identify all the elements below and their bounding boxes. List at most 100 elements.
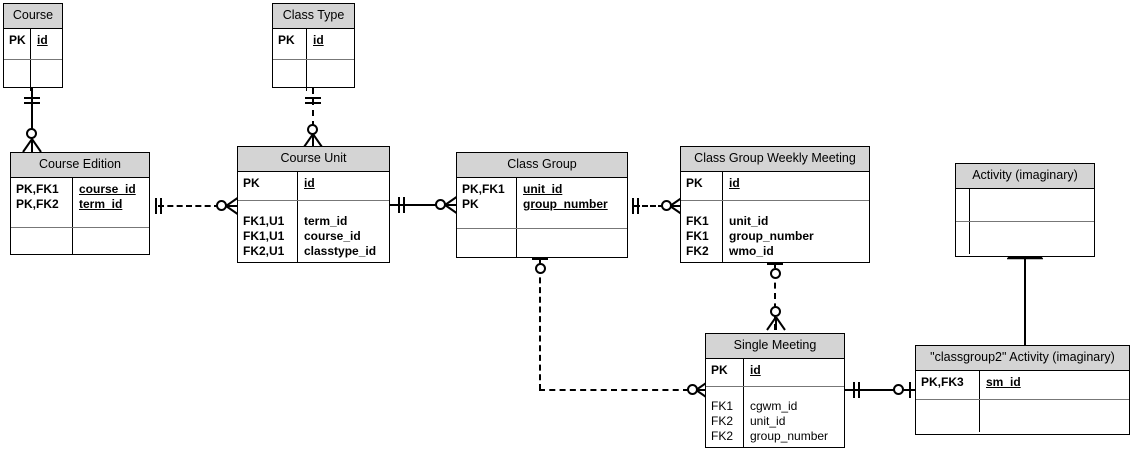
entity-section-foreign-keys: FK1 FK1 FK2 unit_id group_number wmo_id bbox=[681, 199, 869, 263]
attribute-key: PK,FK1 PK bbox=[457, 177, 517, 228]
attribute-name: unit_id group_number bbox=[523, 181, 608, 211]
entity-section-empty bbox=[273, 58, 354, 91]
zero-ring-classgroup2-left bbox=[893, 384, 904, 395]
entity-section-keys: PK id bbox=[4, 28, 62, 59]
entity-section-empty bbox=[457, 227, 627, 257]
entity-course-unit[interactable]: Course Unit PK id FK1,U1 FK1,U1 FK2,U1 t… bbox=[237, 146, 390, 263]
connector-cgwm-to-single-meeting bbox=[774, 262, 776, 330]
zero-ring-class-group-bottom bbox=[535, 263, 546, 274]
one-mandatory-bar-course-unit-right bbox=[398, 197, 400, 213]
attribute-key: PK bbox=[681, 171, 723, 200]
crow-foot-course-edition bbox=[22, 139, 42, 153]
zero-ring-cgwm-bottom bbox=[770, 268, 781, 279]
attribute-name: id bbox=[750, 362, 761, 377]
entity-section-empty bbox=[916, 398, 1129, 432]
one-mandatory-bar-single-meeting-right bbox=[853, 382, 855, 398]
entity-classgroup2-activity-imaginary[interactable]: "classgroup2" Activity (imaginary) PK,FK… bbox=[915, 345, 1130, 435]
entity-section-foreign-keys: FK1 FK2 FK2 cgwm_id unit_id group_number bbox=[706, 385, 844, 448]
attribute-key: PK bbox=[706, 358, 744, 386]
attribute-key: PK,FK3 bbox=[916, 370, 980, 399]
connector-course-unit-to-class-group bbox=[390, 204, 440, 206]
crow-foot-single-meeting-top bbox=[766, 317, 786, 331]
attribute-name bbox=[970, 222, 1094, 254]
entity-title-course: Course bbox=[4, 4, 62, 29]
attribute-key bbox=[11, 227, 73, 254]
zero-ring-single-meeting-left bbox=[687, 384, 698, 395]
attribute-name bbox=[73, 228, 149, 254]
entity-class-group-weekly-meeting[interactable]: Class Group Weekly Meeting PK id FK1 FK1… bbox=[680, 146, 870, 263]
one-mandatory-bar-class-type bbox=[305, 97, 321, 99]
entity-title-class-group-weekly-meeting: Class Group Weekly Meeting bbox=[681, 147, 869, 172]
entity-section-keys: PK,FK1 PK,FK2 course_id term_id bbox=[11, 177, 149, 227]
one-mandatory-bar-class-group-right-2 bbox=[637, 198, 639, 214]
entity-class-group[interactable]: Class Group PK,FK1 PK unit_id group_numb… bbox=[456, 152, 628, 258]
connector-class-group-to-single-meeting-horizontal bbox=[539, 389, 689, 391]
attribute-key bbox=[956, 221, 970, 254]
attribute-name: id bbox=[729, 175, 740, 190]
entity-section-empty-top bbox=[956, 188, 1094, 221]
attribute-name bbox=[517, 229, 627, 257]
attribute-name bbox=[980, 400, 1129, 432]
attribute-key bbox=[273, 59, 307, 91]
entity-section-keys: PK id bbox=[273, 28, 354, 59]
connector-course-to-course-edition bbox=[31, 88, 33, 148]
entity-section-keys: PK,FK3 sm_id bbox=[916, 370, 1129, 399]
entity-section-keys: PK id bbox=[706, 358, 844, 386]
attribute-name: term_id course_id classtype_id bbox=[304, 213, 377, 258]
attribute-key bbox=[4, 59, 31, 91]
entity-section-empty bbox=[11, 226, 149, 254]
zero-ring-course-unit-top bbox=[307, 124, 318, 135]
zero-ring-course-edition bbox=[26, 128, 37, 139]
connector-class-group-to-single-meeting-vertical bbox=[539, 258, 541, 390]
entity-section-keys: PK,FK1 PK unit_id group_number bbox=[457, 177, 627, 228]
one-mandatory-bar-course bbox=[24, 97, 40, 99]
attribute-key: FK1,U1 FK1,U1 FK2,U1 bbox=[238, 200, 298, 263]
entity-section-foreign-keys: FK1,U1 FK1,U1 FK2,U1 term_id course_id c… bbox=[238, 199, 389, 263]
entity-course[interactable]: Course PK id bbox=[3, 3, 63, 91]
one-mandatory-bar-class-group-right bbox=[632, 198, 634, 214]
one-mandatory-bar-single-meeting-right-2 bbox=[858, 382, 860, 398]
zero-ring-single-meeting-top bbox=[770, 306, 781, 317]
entity-title-course-edition: Course Edition bbox=[11, 153, 149, 178]
zero-ring-course-unit-left bbox=[216, 200, 227, 211]
crow-foot-class-group-left bbox=[445, 195, 459, 215]
attribute-name: course_id term_id bbox=[79, 181, 136, 211]
attribute-key bbox=[457, 228, 517, 257]
crow-foot-course-unit-left bbox=[226, 196, 240, 216]
zero-ring-class-group-left bbox=[435, 199, 446, 210]
one-bar-classgroup2-left bbox=[909, 382, 911, 398]
attribute-key: PK,FK1 PK,FK2 bbox=[11, 177, 73, 227]
one-mandatory-bar-course-2 bbox=[24, 102, 40, 104]
attribute-key bbox=[916, 399, 980, 432]
entity-title-class-type: Class Type bbox=[273, 4, 354, 29]
entity-title-activity-imaginary: Activity (imaginary) bbox=[956, 164, 1094, 189]
one-mandatory-bar-class-type-2 bbox=[305, 102, 321, 104]
entity-class-type[interactable]: Class Type PK id bbox=[272, 3, 355, 91]
entity-section-keys: PK id bbox=[681, 171, 869, 200]
attribute-key: PK bbox=[273, 28, 307, 59]
one-mandatory-bar-cgwm-bottom bbox=[767, 263, 783, 265]
connector-course-edition-to-course-unit bbox=[158, 205, 220, 207]
entity-single-meeting[interactable]: Single Meeting PK id FK1 FK2 FK2 cgwm_id… bbox=[705, 333, 845, 448]
attribute-name bbox=[970, 189, 1094, 221]
attribute-name: id bbox=[304, 175, 315, 190]
connector-class-group-to-cgwm bbox=[634, 205, 664, 207]
one-mandatory-bar-class-group-bottom bbox=[532, 258, 548, 260]
one-mandatory-bar-course-unit-right-2 bbox=[403, 197, 405, 213]
attribute-name: id bbox=[313, 32, 324, 47]
attribute-name: id bbox=[37, 32, 48, 47]
entity-section-empty bbox=[4, 58, 62, 91]
one-mandatory-bar-course-edition-right bbox=[155, 198, 157, 214]
attribute-key: PK bbox=[238, 171, 298, 200]
connector-inheritance-line bbox=[1024, 258, 1026, 345]
attribute-key bbox=[956, 188, 970, 221]
attribute-key: FK1 FK1 FK2 bbox=[681, 200, 723, 263]
attribute-name bbox=[31, 60, 62, 91]
entity-section-keys: PK id bbox=[238, 171, 389, 200]
attribute-name: unit_id group_number wmo_id bbox=[729, 213, 814, 258]
attribute-key: FK1 FK2 FK2 bbox=[706, 386, 744, 448]
entity-course-edition[interactable]: Course Edition PK,FK1 PK,FK2 course_id t… bbox=[10, 152, 150, 255]
entity-section-empty-bottom bbox=[956, 220, 1094, 254]
entity-activity-imaginary[interactable]: Activity (imaginary) bbox=[955, 163, 1095, 257]
attribute-name: cgwm_id unit_id group_number bbox=[750, 398, 829, 443]
